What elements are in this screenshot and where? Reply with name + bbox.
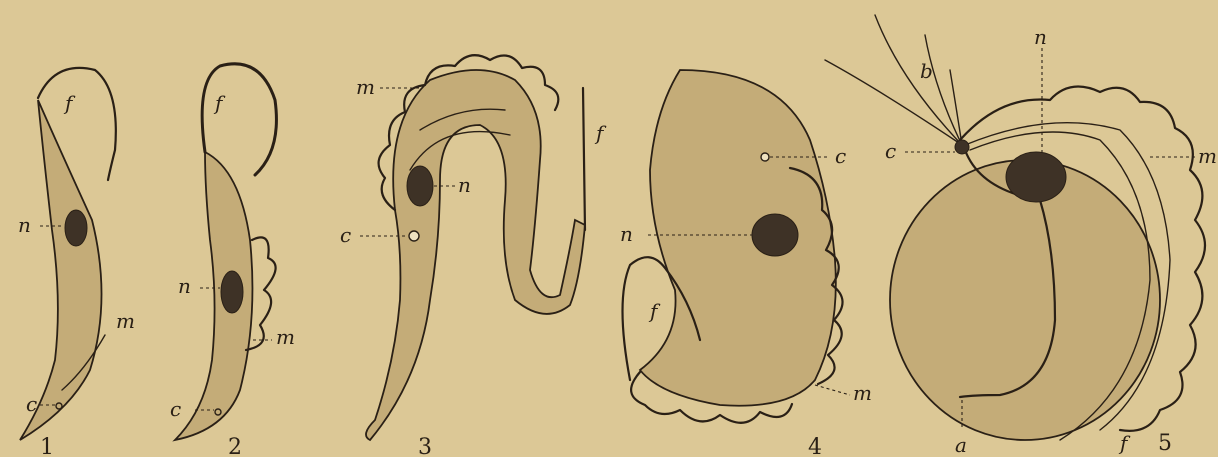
figure-5-label-c: c (885, 139, 896, 163)
figure-3-number: 3 (418, 435, 432, 457)
figure-3-nucleus (407, 166, 433, 206)
figure-4-label-n: n (620, 222, 633, 246)
figure-1-label-c: c (26, 392, 37, 416)
figure-2-label-n: n (178, 274, 191, 298)
figure-1-body (20, 100, 102, 440)
figure-5-number: 5 (1158, 431, 1172, 456)
figure-3: m f n c 3 (340, 55, 607, 457)
figure-3-label-n: n (458, 173, 471, 197)
figure-4: c n f m 4 (620, 70, 872, 457)
figure-1-label-n: n (18, 213, 31, 237)
figure-1-label-m: m (116, 309, 135, 333)
figure-1-number: 1 (40, 435, 54, 457)
figure-5-label-n: n (1034, 25, 1047, 49)
figure-1-label-f: f (63, 91, 76, 115)
figure-1-nucleus (65, 210, 87, 246)
figure-1: f n m c 1 (18, 68, 135, 457)
figure-2: f n m c 2 (170, 64, 295, 457)
figure-2-label-m: m (276, 325, 295, 349)
figure-4-label-c: c (835, 144, 846, 168)
figure-5-centrosome (955, 140, 969, 154)
figure-5: b n c m a f 5 (825, 15, 1217, 457)
figure-3-label-c: c (340, 223, 351, 247)
figure-2-nucleus (221, 271, 243, 313)
figure-2-number: 2 (228, 435, 242, 457)
figure-4-centrosome (761, 153, 769, 161)
figure-5-flagellum-2 (825, 60, 962, 145)
figure-3-label-m: m (356, 75, 375, 99)
figure-5-label-b: b (920, 59, 933, 83)
figure-2-label-f: f (213, 91, 226, 115)
figure-5-body (890, 160, 1160, 440)
figure-5-flagellum-1 (875, 15, 962, 145)
figure-3-label-f: f (594, 121, 607, 145)
figure-4-nucleus (752, 214, 798, 256)
figure-4-label-m: m (853, 381, 872, 405)
figure-5-nucleus (1006, 152, 1066, 202)
figure-5-flagellum-3 (925, 35, 962, 145)
figure-4-body (640, 70, 836, 406)
figure-5-label-a: a (955, 433, 967, 457)
figure-4-leader-m (815, 385, 850, 395)
figure-5-label-m: m (1198, 144, 1217, 168)
figure-3-centrosome (409, 231, 419, 241)
figure-3-body (366, 70, 585, 440)
figure-5-label-f: f (1118, 431, 1131, 455)
figure-4-number: 4 (808, 435, 822, 457)
figure-3-flagellum (583, 88, 585, 230)
figure-4-label-f: f (648, 299, 661, 323)
figure-2-label-c: c (170, 397, 181, 421)
